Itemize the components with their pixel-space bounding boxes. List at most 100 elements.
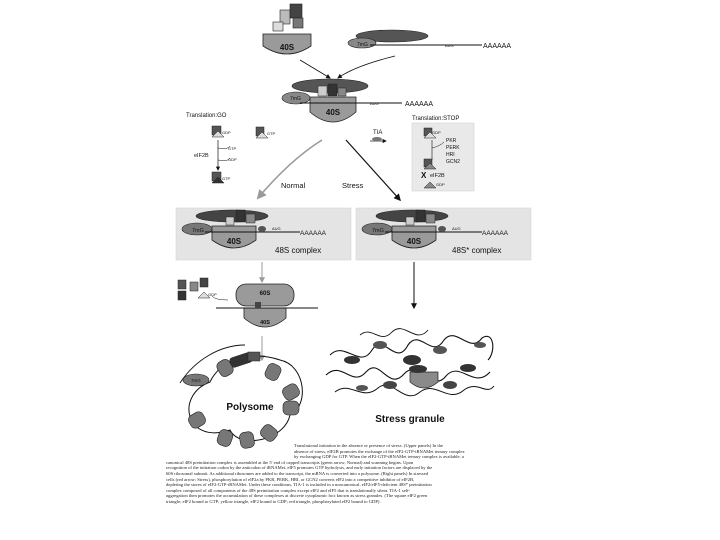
initiation-factor-block [317, 85, 328, 97]
label-eif2b: eIF2B [430, 173, 445, 179]
label-polysome: Polysome [226, 402, 274, 413]
label-48s-star-complex: 48S* complex [452, 246, 501, 255]
label-aug: AUG [370, 101, 379, 106]
granule-complex [433, 346, 447, 354]
caption-line-11: triangle; eIF2 bound to GTP; yellow tria… [166, 498, 381, 504]
caption-line-3: by exchanging GDP for GTP. When the eIF2… [294, 454, 464, 460]
phospho-triangle [423, 162, 437, 170]
initiation-factor-block [425, 213, 436, 224]
caption-line-7: cells (red arrow; Stress), phosphorylati… [166, 476, 415, 482]
polysome: 7mG Polysome [179, 344, 303, 449]
label-gdp-out: GDP [228, 157, 237, 162]
tia-shape [372, 137, 382, 141]
label-cap: 7mG [357, 42, 368, 48]
polysome-ribosome [282, 400, 300, 416]
ribosome-80s: 60S 40S [216, 283, 318, 328]
label-polya: AAAAAA [483, 43, 511, 50]
label-gtp: GTP [222, 176, 231, 181]
label-stress: Stress [342, 181, 364, 190]
exchange-curve [217, 145, 231, 149]
eif4f-complex-shape [355, 29, 429, 43]
granule-complex [403, 355, 421, 365]
polysome-ribosome [188, 411, 206, 429]
polysome-ribosome [264, 363, 282, 381]
granule-40s-shape [409, 371, 439, 389]
factor-dot [258, 226, 266, 232]
caption-line-9: complex composed of all components of th… [166, 487, 411, 493]
tia-group: TIA [370, 130, 387, 144]
label-normal: Normal [281, 181, 306, 190]
granule-complex [474, 342, 486, 348]
cap-binding-shape [182, 373, 210, 387]
label-tia: TIA [373, 130, 382, 136]
label-cap: 7mG [191, 378, 201, 383]
ribosome-60s-shape [235, 283, 295, 307]
figure-caption: Translational initiation in the absence … [166, 443, 554, 505]
assembled-40s-complex: 7mG 40S AUG AAAAAA [281, 78, 433, 123]
granule-complexes [344, 341, 486, 391]
stop-panel [411, 122, 475, 192]
polysome-mrna-tail [179, 344, 246, 384]
trna-block [255, 302, 261, 308]
initiation-factor-block [327, 83, 338, 97]
translation-go-title: Translation:GO [186, 113, 227, 119]
granule-mrna-strand [334, 384, 495, 397]
converge-arrow-right [337, 55, 396, 79]
polysome-ribosome [216, 359, 234, 377]
gtp-triangle [255, 131, 269, 139]
gdp-triangle [211, 130, 225, 138]
label-stress-granule: Stress granule [375, 414, 445, 425]
gdp-triangle [197, 291, 211, 299]
ribosome-40s-shape [262, 33, 312, 55]
granule-complex [409, 365, 427, 373]
caption-line-5: recognition of the initiation codon by t… [166, 465, 433, 471]
initiation-factor-block [289, 3, 303, 19]
initiation-factor-block [337, 87, 347, 97]
initiation-factor-block [405, 216, 415, 226]
caption-line-10: aggregation then promotes the accumulati… [166, 493, 428, 499]
initiation-factor-block [272, 21, 284, 32]
initiation-factor-block [415, 209, 426, 223]
release-curve [211, 295, 229, 301]
stress-arrow [345, 139, 401, 202]
label-polya: AAAAAA [482, 230, 509, 237]
exchange-curve [217, 157, 231, 161]
granule-complex [373, 341, 387, 349]
released-factors: GDP [177, 277, 229, 301]
label-polya: AAAAAA [300, 230, 327, 237]
granule-complex [344, 356, 360, 364]
label-48s-complex: 48S complex [275, 246, 321, 255]
initiation-factor-block [225, 216, 235, 226]
initiation-factor-block [245, 213, 256, 224]
granule-mrna-strand [325, 367, 491, 382]
granule-complex [443, 381, 457, 389]
label-40s: 40S [260, 320, 270, 326]
label-40s: 40S [326, 108, 341, 117]
granule-complex [356, 385, 368, 391]
label-gdp: GDP [432, 130, 441, 135]
top-40s-subunit-group: 40S [262, 3, 312, 55]
caption-line-1: Translational initiation in the absence … [294, 443, 443, 448]
ribosome-40s-shape [243, 307, 287, 328]
caption-line-2: absence of stress, eIF2B promotes the ex… [294, 448, 465, 454]
polysome-ribosome [260, 424, 278, 442]
polysome-ribosome [216, 429, 234, 447]
granule-mrna-strand [329, 335, 494, 361]
polysome-factor-shape [247, 351, 261, 362]
label-gtp: GTP [267, 131, 276, 136]
granule-complex [460, 364, 476, 372]
normal-arrow [256, 139, 323, 200]
translation-stop-inset: Translation:STOP GDP PKR PERK HRI GCN2 X… [411, 116, 475, 192]
label-kinase-gcn2: GCN2 [446, 159, 460, 165]
label-cap: 7mG [372, 228, 384, 234]
label-40s: 40S [280, 43, 295, 52]
phospho-triangle [423, 181, 437, 189]
translation-go-inset: Translation:GO GDP GTP GDP eIF2B GTP [186, 113, 237, 184]
label-kinase-perk: PERK [446, 145, 460, 151]
top-mrna-group: 7mG AUG AAAAAA [347, 29, 511, 50]
panel-48s-star-complex: 7mG 40S AUG AAAAAA 48S* complex [355, 207, 532, 261]
converge-arrow-left [299, 59, 331, 79]
polysome-ribosome [239, 431, 255, 449]
label-polya: AAAAAA [405, 101, 433, 108]
